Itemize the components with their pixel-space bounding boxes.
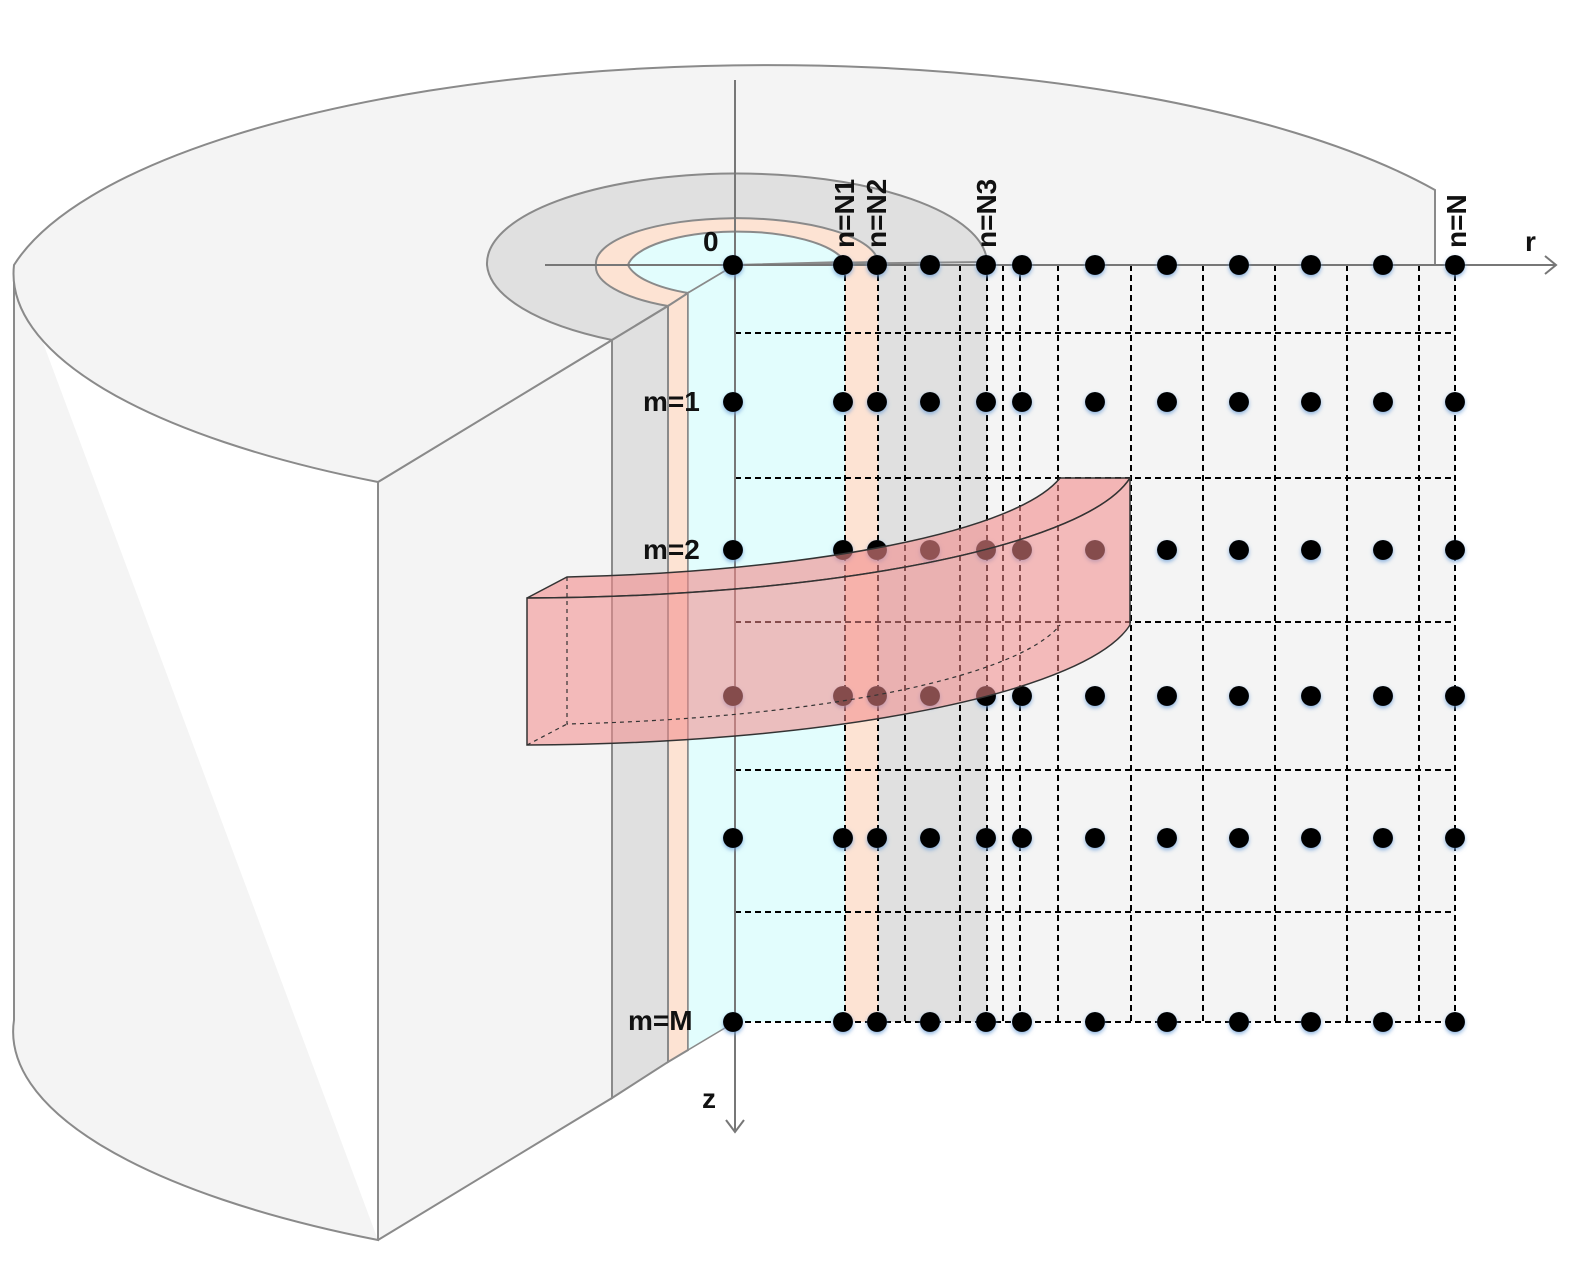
cylinder-side-surface (12, 265, 613, 1242)
mesh-node (920, 255, 940, 275)
mesh-node (723, 392, 743, 412)
mesh-node (723, 255, 743, 275)
r-axis-label: r (1525, 226, 1536, 257)
mesh-node (1445, 828, 1465, 848)
mesh-node (867, 828, 887, 848)
mesh-node (1157, 255, 1177, 275)
mesh-node (1445, 1012, 1465, 1032)
mesh-node (1012, 686, 1032, 706)
mesh-node (1301, 392, 1321, 412)
mesh-node (1012, 1012, 1032, 1032)
mesh-node (1157, 392, 1177, 412)
mesh-node (867, 392, 887, 412)
mesh-node (1229, 686, 1249, 706)
mesh-node (867, 1012, 887, 1032)
column-label-N3: n=N3 (971, 179, 1002, 248)
cylinder-top-surface (12, 64, 1436, 484)
mesh-node (976, 255, 996, 275)
mesh-nodes (723, 255, 1465, 1032)
mesh-node (1229, 540, 1249, 560)
mesh-node (1229, 392, 1249, 412)
mesh-node (1085, 392, 1105, 412)
row-label-m2: m=2 (643, 534, 700, 565)
mesh-node (1157, 540, 1177, 560)
mesh-node (976, 1012, 996, 1032)
mesh-node (920, 1012, 940, 1032)
mesh-node (1157, 1012, 1177, 1032)
mesh-grid (734, 264, 1456, 1023)
ring-element (526, 475, 1132, 746)
mesh-node (1157, 828, 1177, 848)
mesh-node (1301, 1012, 1321, 1032)
mesh-node (976, 392, 996, 412)
mesh-node (920, 828, 940, 848)
mesh-node (1012, 392, 1032, 412)
mesh-node (723, 828, 743, 848)
mesh-node (1012, 828, 1032, 848)
mesh-node (1301, 686, 1321, 706)
ring-element-hidden-edges (526, 577, 1061, 746)
mesh-node (1445, 392, 1465, 412)
mesh-node (1301, 828, 1321, 848)
mesh-node (1085, 255, 1105, 275)
mesh-node (833, 255, 853, 275)
mesh-node (1373, 686, 1393, 706)
mesh-node (833, 1012, 853, 1032)
column-label-N1: n=N1 (829, 179, 860, 248)
mesh-node (1301, 255, 1321, 275)
z-axis-label: z (702, 1083, 716, 1114)
mesh-node (1373, 540, 1393, 560)
mesh-node (723, 1012, 743, 1032)
mesh-node (1085, 1012, 1105, 1032)
mesh-node (1373, 392, 1393, 412)
mesh-node (867, 255, 887, 275)
mesh-node (1301, 540, 1321, 560)
mesh-node (1445, 540, 1465, 560)
column-label-N2: n=N2 (861, 179, 892, 248)
mesh-node (833, 828, 853, 848)
mesh-node (1085, 828, 1105, 848)
mesh-node (1229, 255, 1249, 275)
mesh-node (833, 392, 853, 412)
mesh-node (1229, 1012, 1249, 1032)
mesh-node (976, 828, 996, 848)
mesh-node (723, 540, 743, 560)
ring-element-front (526, 475, 1131, 746)
mesh-node (1229, 828, 1249, 848)
mesh-node (1445, 686, 1465, 706)
row-label-m1: m=1 (643, 386, 700, 417)
origin-label: 0 (703, 226, 719, 257)
column-label-N: n=N (1441, 194, 1472, 248)
mesh-node (920, 392, 940, 412)
row-label-mM: m=M (628, 1005, 693, 1036)
mesh-node (1157, 686, 1177, 706)
mesh-node (1373, 255, 1393, 275)
mesh-node (1373, 828, 1393, 848)
mesh-node (1085, 686, 1105, 706)
r-axis-arrowhead (1544, 255, 1558, 275)
mesh-node (1445, 255, 1465, 275)
z-axis-arrowhead (725, 1119, 745, 1134)
mesh-node (1012, 255, 1032, 275)
mesh-node (1373, 1012, 1393, 1032)
